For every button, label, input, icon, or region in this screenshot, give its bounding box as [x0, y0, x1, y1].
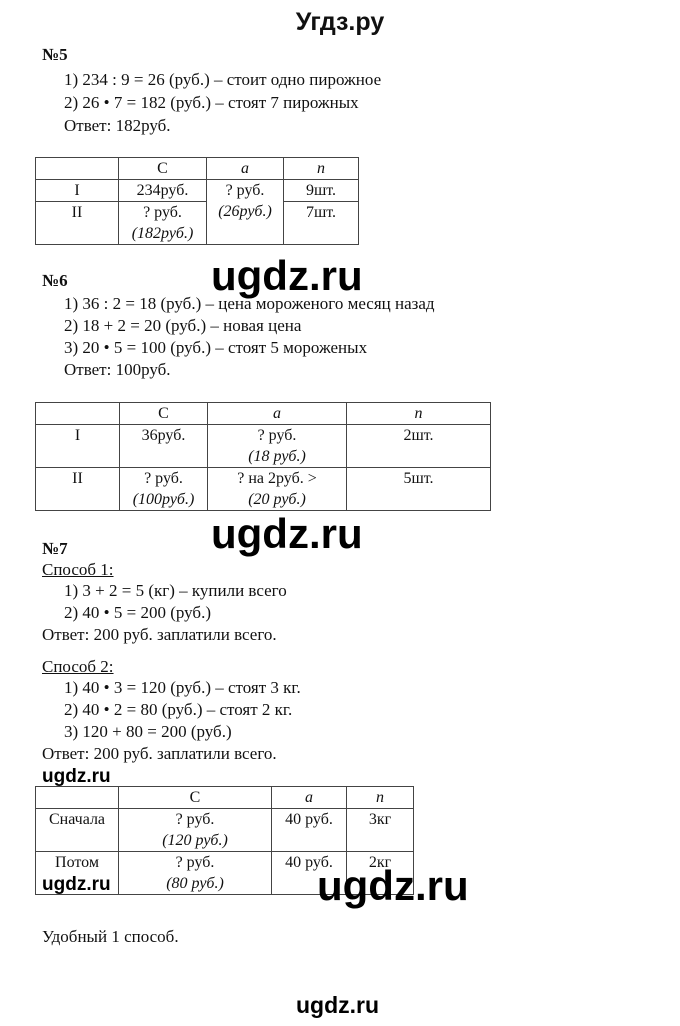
method-2-answer: Ответ: 200 руб. заплатили всего.	[42, 744, 277, 763]
table-row: Сначала ? руб. (120 руб.) 40 руб. 3кг	[35, 808, 414, 852]
cell-c-value: ? руб.	[144, 470, 183, 487]
cell-a-merged: ? руб. (26руб.)	[206, 179, 284, 245]
task-5-step-2: 2) 26 • 7 = 182 (руб.) – стоят 7 пирожны…	[64, 93, 359, 112]
task-6-table: C a n I 36руб. ? руб. (18 руб.) 2шт. II …	[35, 402, 491, 511]
table-header-row: C a n	[35, 786, 414, 809]
task-6-step-3: 3) 20 • 5 = 100 (руб.) – стоят 5 морожен…	[64, 338, 368, 357]
task-7-conclusion: Удобный 1 способ.	[42, 927, 179, 946]
cell-c-note: (80 руб.)	[166, 875, 224, 892]
task-6-step-1: 1) 36 : 2 = 18 (руб.) – цена мороженого …	[64, 294, 435, 313]
header-n: n	[283, 157, 359, 180]
cell-c: ? руб. (182руб.)	[118, 201, 207, 245]
cell-a-value: ? руб.	[225, 182, 265, 199]
cell-c: 36руб.	[119, 424, 208, 468]
watermark: ugdz.ru	[211, 510, 363, 557]
method-2-step-1: 1) 40 • 3 = 120 (руб.) – стоят 3 кг.	[64, 678, 301, 697]
header-c: C	[119, 402, 208, 425]
watermark: ugdz.ru	[296, 992, 380, 1018]
cell-a-value: ? руб.	[257, 427, 297, 444]
header-empty	[35, 402, 120, 425]
row-label: II	[35, 467, 120, 511]
method-1-step-2: 2) 40 • 5 = 200 (руб.)	[64, 603, 211, 622]
cell-n: 5шт.	[346, 467, 491, 511]
table-header-row: C a n	[35, 157, 359, 180]
table-row: II ? руб. (100руб.) ? на 2руб. > (20 руб…	[35, 467, 491, 511]
table-header-row: C a n	[35, 402, 491, 425]
row-label: I	[35, 179, 119, 202]
cell-a: 40 руб.	[271, 808, 347, 852]
task-7-number: №7	[42, 539, 68, 558]
header-a: a	[271, 786, 347, 809]
header-n: n	[346, 786, 414, 809]
row-label: Сначала	[35, 808, 119, 852]
cell-n: 7шт.	[283, 201, 359, 245]
header-c: C	[118, 157, 207, 180]
cell-n: 2кг	[346, 851, 414, 895]
cell-a-note: (18 руб.)	[248, 448, 306, 465]
header-c: C	[118, 786, 272, 809]
site-title: Угдз.ру	[295, 8, 385, 36]
cell-c: ? руб. (100руб.)	[119, 467, 208, 511]
cell-c: 234руб.	[118, 179, 207, 202]
header-n: n	[346, 402, 491, 425]
task-6-answer: Ответ: 100руб.	[64, 360, 171, 379]
header-empty	[35, 157, 119, 180]
cell-n: 9шт.	[283, 179, 359, 202]
cell-a-note: (26руб.)	[218, 203, 272, 220]
task-5-number: №5	[42, 45, 68, 64]
method-1-answer: Ответ: 200 руб. заплатили всего.	[42, 625, 277, 644]
header-empty	[35, 786, 119, 809]
cell-a-value: ? на 2руб. >	[237, 470, 317, 487]
cell-n: 2шт.	[346, 424, 491, 468]
header-a: a	[207, 402, 347, 425]
task-5-table: C a n I 234руб. ? руб. (26руб.) 9шт. II …	[35, 157, 359, 245]
method-2-step-2: 2) 40 • 2 = 80 (руб.) – стоят 2 кг.	[64, 700, 293, 719]
cell-a: 40 руб.	[271, 851, 347, 895]
row-label: II	[35, 201, 119, 245]
method-1-step-1: 1) 3 + 2 = 5 (кг) – купили всего	[64, 581, 287, 600]
table-row: I 36руб. ? руб. (18 руб.) 2шт.	[35, 424, 491, 468]
cell-a: ? на 2руб. > (20 руб.)	[207, 467, 347, 511]
task-6-step-2: 2) 18 + 2 = 20 (руб.) – новая цена	[64, 316, 302, 335]
header-a: a	[206, 157, 284, 180]
cell-n: 3кг	[346, 808, 414, 852]
table-row: II ? руб. (182руб.) 7шт.	[35, 201, 359, 245]
cell-c-value: ? руб.	[175, 811, 215, 828]
cell-c-value: ? руб.	[175, 854, 215, 871]
watermark: ugdz.ru	[317, 862, 469, 909]
cell-c: ? руб. (80 руб.)	[118, 851, 272, 895]
cell-a-note: (20 руб.)	[248, 491, 306, 508]
task-5-answer: Ответ: 182руб.	[64, 116, 171, 135]
watermark: ugdz.ru	[42, 766, 111, 787]
cell-c-note: (120 руб.)	[162, 832, 228, 849]
method-2-step-3: 3) 120 + 80 = 200 (руб.)	[64, 722, 232, 741]
task-7-table: C a n Сначала ? руб. (120 руб.) 40 руб. …	[35, 786, 414, 895]
method-2-title: Способ 2:	[42, 657, 114, 676]
cell-c: ? руб. (120 руб.)	[118, 808, 272, 852]
watermark: ugdz.ru	[42, 874, 111, 895]
cell-c-note: (100руб.)	[132, 491, 195, 508]
cell-a: ? руб. (18 руб.)	[207, 424, 347, 468]
row-label: I	[35, 424, 120, 468]
watermark: ugdz.ru	[211, 252, 363, 299]
task-6-number: №6	[42, 271, 68, 290]
table-row: Потом ? руб. (80 руб.) 40 руб. 2кг	[35, 851, 414, 895]
task-5-step-1: 1) 234 : 9 = 26 (руб.) – стоит одно пиро…	[64, 70, 382, 89]
table-row: I 234руб. ? руб. (26руб.) 9шт.	[35, 179, 359, 245]
cell-c-value: ? руб.	[143, 204, 182, 221]
method-1-title: Способ 1:	[42, 560, 114, 579]
cell-c-note: (182руб.)	[131, 225, 194, 242]
